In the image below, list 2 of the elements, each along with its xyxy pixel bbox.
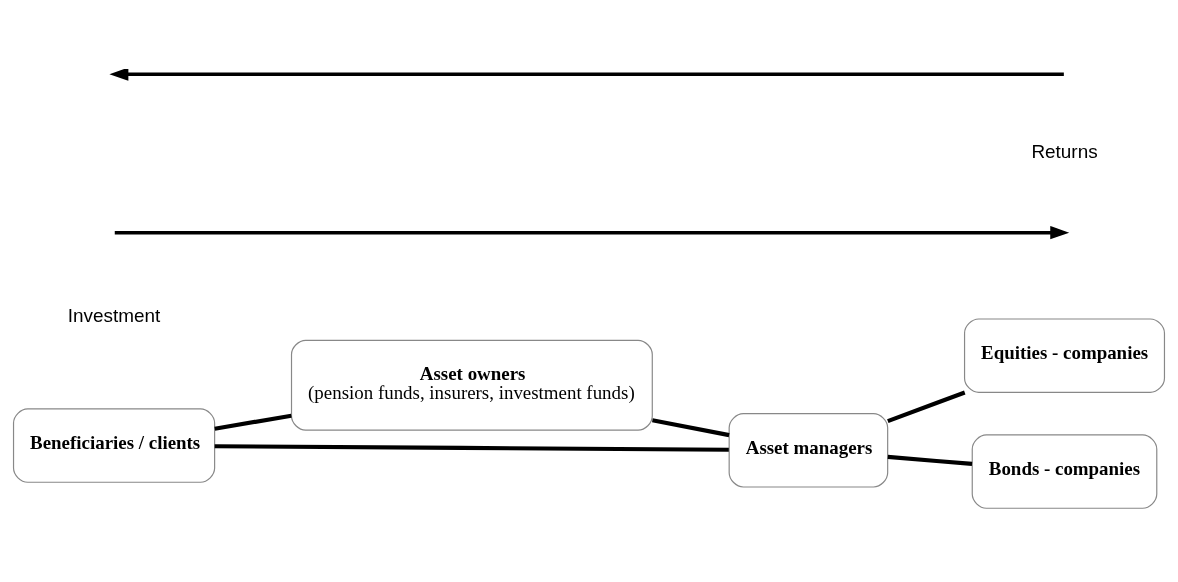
label: Returns <box>1031 140 1098 162</box>
label: Investment <box>67 305 161 327</box>
